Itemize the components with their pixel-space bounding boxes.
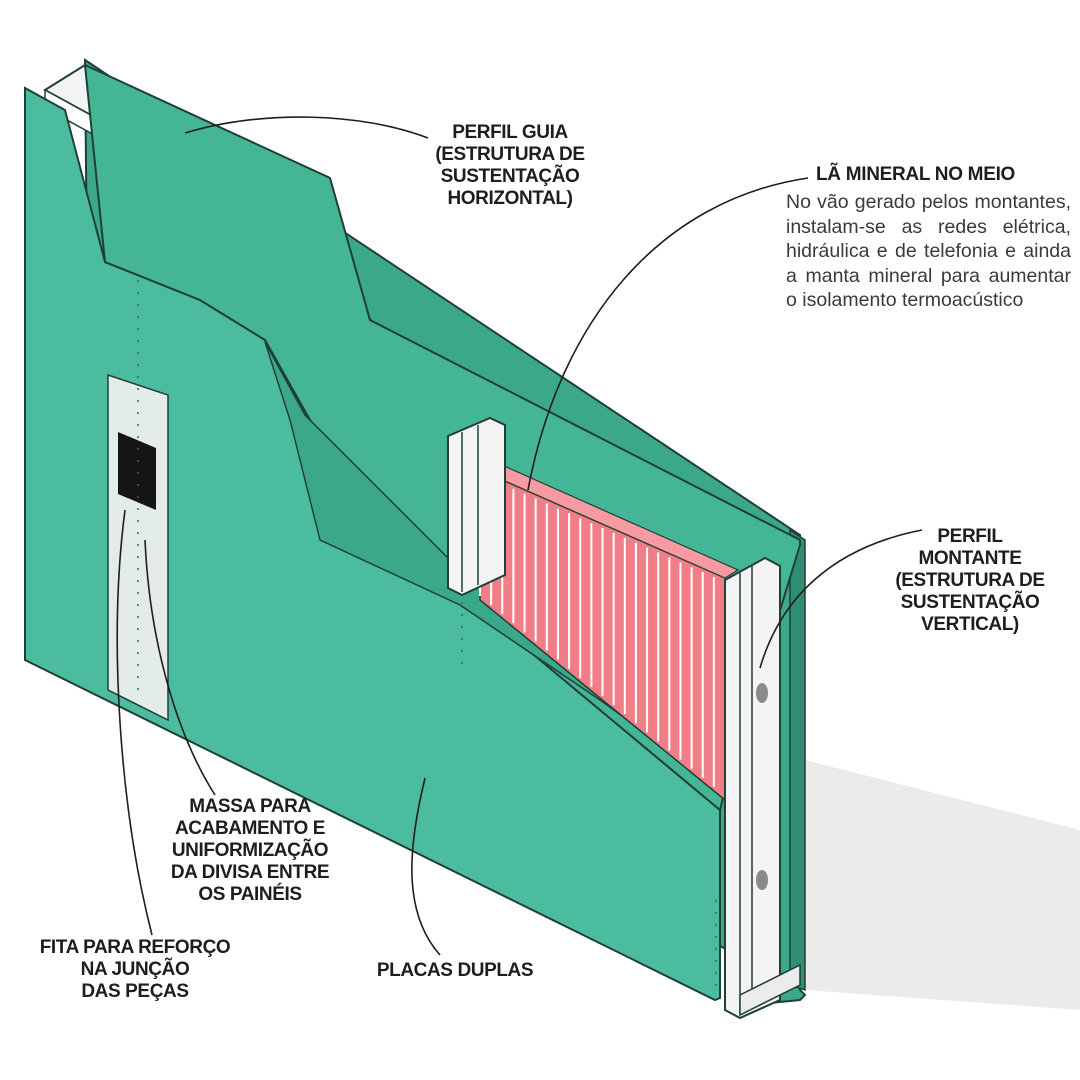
label-line: OS PAINÉIS	[198, 884, 302, 905]
perfil-montante-profile	[724, 556, 801, 1020]
label-line: DA DIVISA ENTRE	[170, 862, 330, 883]
label-line: MONTANTE	[918, 548, 1022, 569]
label-line: SUSTENTAÇÃO	[440, 166, 580, 187]
label-line: FITA PARA REFORÇO	[39, 937, 231, 958]
label-perfil-montante: PERFIL MONTANTE (ESTRUTURA DE SUSTENTAÇÃ…	[870, 526, 1070, 636]
mineral-wool	[478, 461, 740, 802]
leader-placas	[411, 777, 441, 956]
label-line: NA JUNÇÃO	[80, 959, 190, 980]
label-la-mineral-text: No vão gerado pelos montantes, instalam-…	[786, 191, 1071, 311]
label-line: PERFIL	[937, 526, 1003, 547]
label-line: (ESTRUTURA DE	[435, 144, 585, 165]
leader-perfil-montante	[759, 529, 923, 669]
leader-perfil-guia	[184, 116, 429, 139]
label-perfil-guia: PERFIL GUIA (ESTRUTURA DE SUSTENTAÇÃO HO…	[420, 122, 600, 210]
middle-stud	[447, 416, 506, 597]
leader-fita	[116, 509, 153, 936]
label-placas: PLACAS DUPLAS	[376, 960, 534, 981]
label-line: MASSA PARA	[189, 796, 311, 817]
label-line: SUSTENTAÇÃO	[900, 592, 1040, 613]
leader-lines	[116, 116, 923, 956]
label-massa: MASSA PARA ACABAMENTO E UNIFORMIZAÇÃO DA…	[150, 796, 350, 906]
electrical-box	[118, 432, 156, 510]
label-line: PERFIL GUIA	[452, 122, 568, 143]
label-la-mineral-title: LÃ MINERAL NO MEIO	[816, 164, 1016, 185]
label-line: ACABAMENTO E	[174, 818, 326, 839]
label-line: (ESTRUTURA DE	[895, 570, 1045, 591]
label-line: DAS PEÇAS	[81, 981, 189, 1002]
leader-la-mineral	[527, 177, 809, 491]
floor-shadow	[805, 760, 1080, 1010]
leader-massa	[144, 539, 216, 796]
rear-board-edge	[789, 528, 806, 992]
label-line: HORIZONTAL)	[447, 188, 573, 209]
label-fita: FITA PARA REFORÇO NA JUNÇÃO DAS PEÇAS	[20, 937, 250, 1003]
label-line: UNIFORMIZAÇÃO	[171, 840, 329, 861]
label-line: VERTICAL)	[921, 614, 1019, 635]
